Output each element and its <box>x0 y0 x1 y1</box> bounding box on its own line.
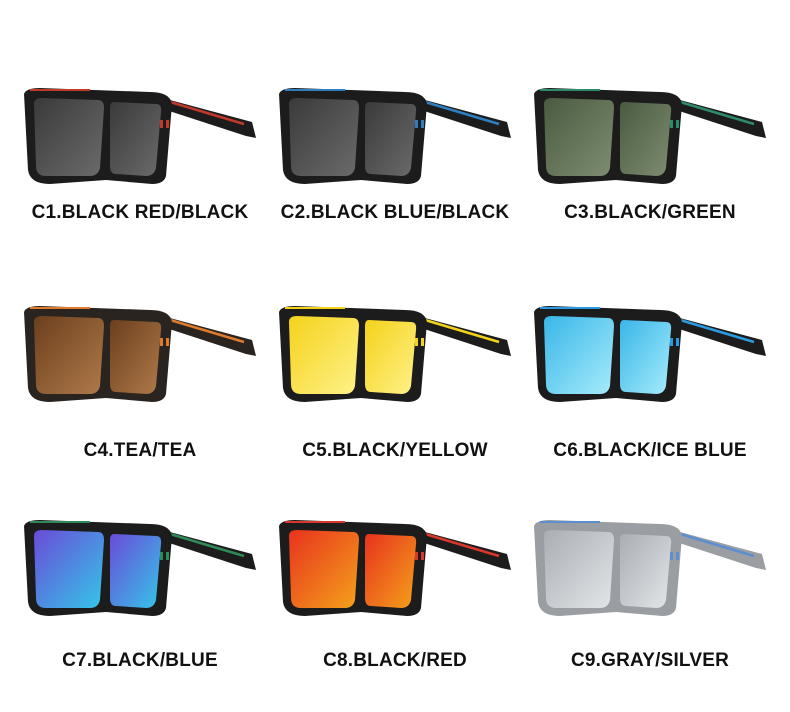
variant-3: C3.BLACK/GREEN <box>520 80 780 280</box>
variant-label: C1.BLACK RED/BLACK <box>31 202 249 223</box>
sunglasses-image <box>279 306 511 402</box>
sunglasses-image <box>24 88 256 184</box>
sunglasses-image <box>534 88 766 184</box>
variant-label: C4.TEA/TEA <box>83 440 197 461</box>
variant-label: C6.BLACK/ICE BLUE <box>553 440 747 461</box>
sunglasses-image <box>534 306 766 402</box>
variant-9: C9.GRAY/SILVER <box>520 512 780 712</box>
variant-6: C6.BLACK/ICE BLUE <box>520 298 780 498</box>
sunglasses-image <box>534 520 766 616</box>
variant-label: C5.BLACK/YELLOW <box>302 440 488 461</box>
variant-8: C8.BLACK/RED <box>265 512 525 712</box>
variant-label: C3.BLACK/GREEN <box>564 202 736 223</box>
variant-7: C7.BLACK/BLUE <box>10 512 270 712</box>
sunglasses-image <box>24 520 256 616</box>
variant-5: C5.BLACK/YELLOW <box>265 298 525 498</box>
variant-label: C2.BLACK BLUE/BLACK <box>280 202 510 223</box>
sunglasses-image <box>279 520 511 616</box>
sunglasses-image <box>279 88 511 184</box>
sunglasses-image <box>24 306 256 402</box>
variant-2: C2.BLACK BLUE/BLACK <box>265 80 525 280</box>
variant-4: C4.TEA/TEA <box>10 298 270 498</box>
variant-1: C1.BLACK RED/BLACK <box>10 80 270 280</box>
variant-label: C8.BLACK/RED <box>323 650 467 671</box>
variant-label: C9.GRAY/SILVER <box>570 650 729 671</box>
variant-label: C7.BLACK/BLUE <box>62 650 218 671</box>
